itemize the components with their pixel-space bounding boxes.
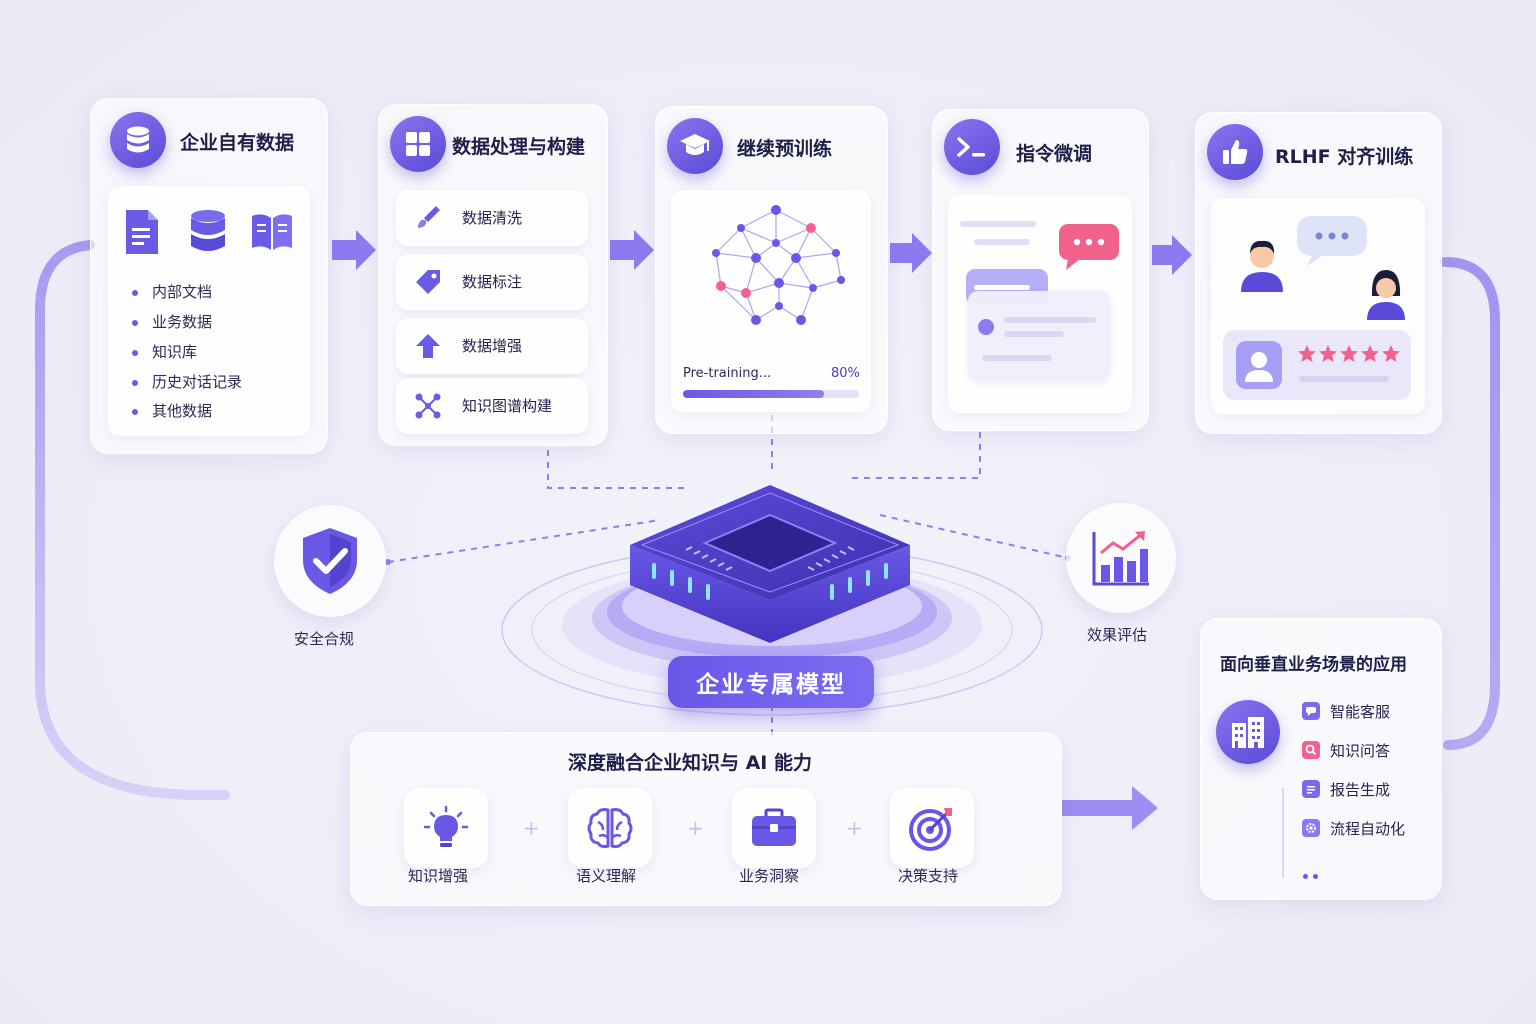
stage-card-instruction-tuning[interactable]: 指令微调 (932, 109, 1149, 431)
arrow-up-icon (416, 334, 440, 358)
security-compliance-node[interactable] (274, 505, 386, 617)
brain-icon (587, 808, 633, 849)
dash-security-center (387, 519, 661, 563)
lightbulb-icon (423, 805, 469, 847)
neural-network-graphic (712, 205, 845, 325)
dash-sft-center (850, 432, 981, 479)
instruction-chat-panel (948, 195, 1132, 413)
progress-percent: 80% (831, 366, 860, 381)
data-item: 内部文档 (152, 283, 213, 301)
dash-processing-center (547, 450, 690, 489)
left-loop-line (35, 240, 230, 800)
chip-icon (630, 485, 910, 643)
process-step-label: 知识图谱构建 (462, 397, 553, 415)
stage-title: 数据处理与构建 (452, 136, 586, 158)
stage-card-data-processing[interactable]: 数据处理与构建 数据清洗 数据标注 数据增强 知识图谱构建 (378, 104, 608, 446)
brush-icon (418, 206, 440, 228)
fusion-panel: 深度融合企业知识与 AI 能力 知识增强 + 语义理解 + 业务洞察 + (350, 732, 1062, 906)
data-item: 业务数据 (152, 313, 213, 331)
progress-track (683, 390, 859, 398)
fusion-item-semantics[interactable] (568, 788, 652, 868)
stage-title: 指令微调 (1016, 143, 1093, 165)
document-icon (1302, 780, 1320, 798)
plus-separator: + (523, 816, 540, 840)
data-item: 其他数据 (152, 402, 213, 420)
progress-fill (683, 390, 824, 398)
applications-title: 面向垂直业务场景的应用 (1220, 655, 1407, 675)
shield-check-icon (303, 528, 357, 594)
process-step-cleaning[interactable]: 数据清洗 (396, 190, 588, 246)
evaluation-node[interactable] (1066, 503, 1176, 613)
stage-title: 企业自有数据 (180, 132, 295, 154)
book-icon (252, 214, 292, 250)
data-sources-panel: 内部文档 业务数据 知识库 历史对话记录 其他数据 (108, 186, 310, 436)
fusion-item-label: 业务洞察 (739, 867, 800, 885)
chat-bubble-icon (1059, 224, 1119, 270)
briefcase-icon (752, 808, 796, 846)
right-loop-line (1440, 257, 1500, 750)
process-step-label: 数据标注 (462, 273, 523, 291)
fusion-item-label: 知识增强 (408, 867, 469, 885)
bar-chart-icon (1092, 531, 1149, 586)
grid-icon (390, 116, 446, 172)
building-icon (1216, 700, 1280, 764)
database-icon (110, 112, 166, 168)
stage-card-rlhf[interactable]: RLHF 对齐训练 (1195, 112, 1442, 434)
database-stack-icon (191, 210, 225, 251)
data-item: 知识库 (152, 343, 198, 361)
applications-panel: 面向垂直业务场景的应用 智能客服 知识问答 报告生成 流程自动化 (1200, 618, 1442, 900)
profile-icon (1236, 341, 1282, 389)
data-item: 历史对话记录 (152, 373, 243, 391)
application-item[interactable]: 智能客服 (1330, 703, 1391, 721)
fusion-item-insight[interactable] (732, 788, 816, 868)
process-step-label: 数据清洗 (462, 209, 523, 227)
document-icon (126, 210, 158, 254)
gear-icon (1302, 819, 1320, 837)
process-step-labeling[interactable]: 数据标注 (396, 254, 588, 310)
fusion-item-knowledge[interactable] (404, 788, 488, 868)
terminal-icon (944, 119, 1000, 175)
graph-nodes-icon (415, 393, 441, 419)
fusion-title: 深度融合企业知识与 AI 能力 (567, 752, 812, 774)
pretraining-panel: Pre-training... 80% (671, 190, 871, 412)
stage-title: 继续预训练 (737, 138, 833, 160)
application-item[interactable]: 报告生成 (1330, 781, 1391, 799)
process-step-augmentation[interactable]: 数据增强 (396, 318, 588, 374)
stage-card-enterprise-data[interactable]: 企业自有数据 内部文档 业务数据 知识库 历史对话记录 其他数据 (90, 98, 328, 454)
enterprise-model-badge[interactable]: 企业专属模型 (668, 656, 874, 708)
process-step-knowledge-graph[interactable]: 知识图谱构建 (396, 378, 588, 434)
rlhf-feedback-panel (1211, 198, 1425, 414)
evaluation-label: 效果评估 (1087, 626, 1148, 644)
security-compliance-label: 安全合规 (294, 630, 355, 648)
progress-label: Pre-training... (683, 366, 772, 381)
assistant-avatar-icon (1367, 270, 1405, 320)
stage-title: RLHF 对齐训练 (1275, 146, 1414, 168)
application-item[interactable]: 知识问答 (1330, 742, 1391, 760)
fusion-item-decision[interactable] (890, 788, 974, 868)
star-rating-icon (1298, 345, 1400, 362)
stage-card-pretraining[interactable]: 继续预训练 Pre-training... (655, 106, 888, 434)
enterprise-model-label: 企业专属模型 (696, 672, 846, 698)
dash-eval-center (879, 514, 1069, 559)
stage-arrows (332, 230, 1192, 830)
more-dots[interactable] (1303, 864, 1318, 883)
applications-divider (1282, 788, 1284, 878)
plus-separator: + (846, 816, 863, 840)
tag-icon (416, 270, 440, 294)
thumbs-up-icon (1207, 124, 1263, 180)
search-icon (1302, 741, 1320, 759)
chat-icon (1302, 702, 1320, 720)
fusion-item-label: 语义理解 (576, 867, 637, 885)
target-icon (909, 808, 952, 851)
plus-separator: + (687, 816, 704, 840)
graduation-cap-icon (667, 118, 723, 174)
speech-bubble-icon (1297, 216, 1367, 266)
user-avatar-icon (1241, 240, 1283, 292)
application-item[interactable]: 流程自动化 (1330, 820, 1406, 838)
process-step-label: 数据增强 (462, 337, 523, 355)
fusion-item-label: 决策支持 (898, 867, 959, 885)
